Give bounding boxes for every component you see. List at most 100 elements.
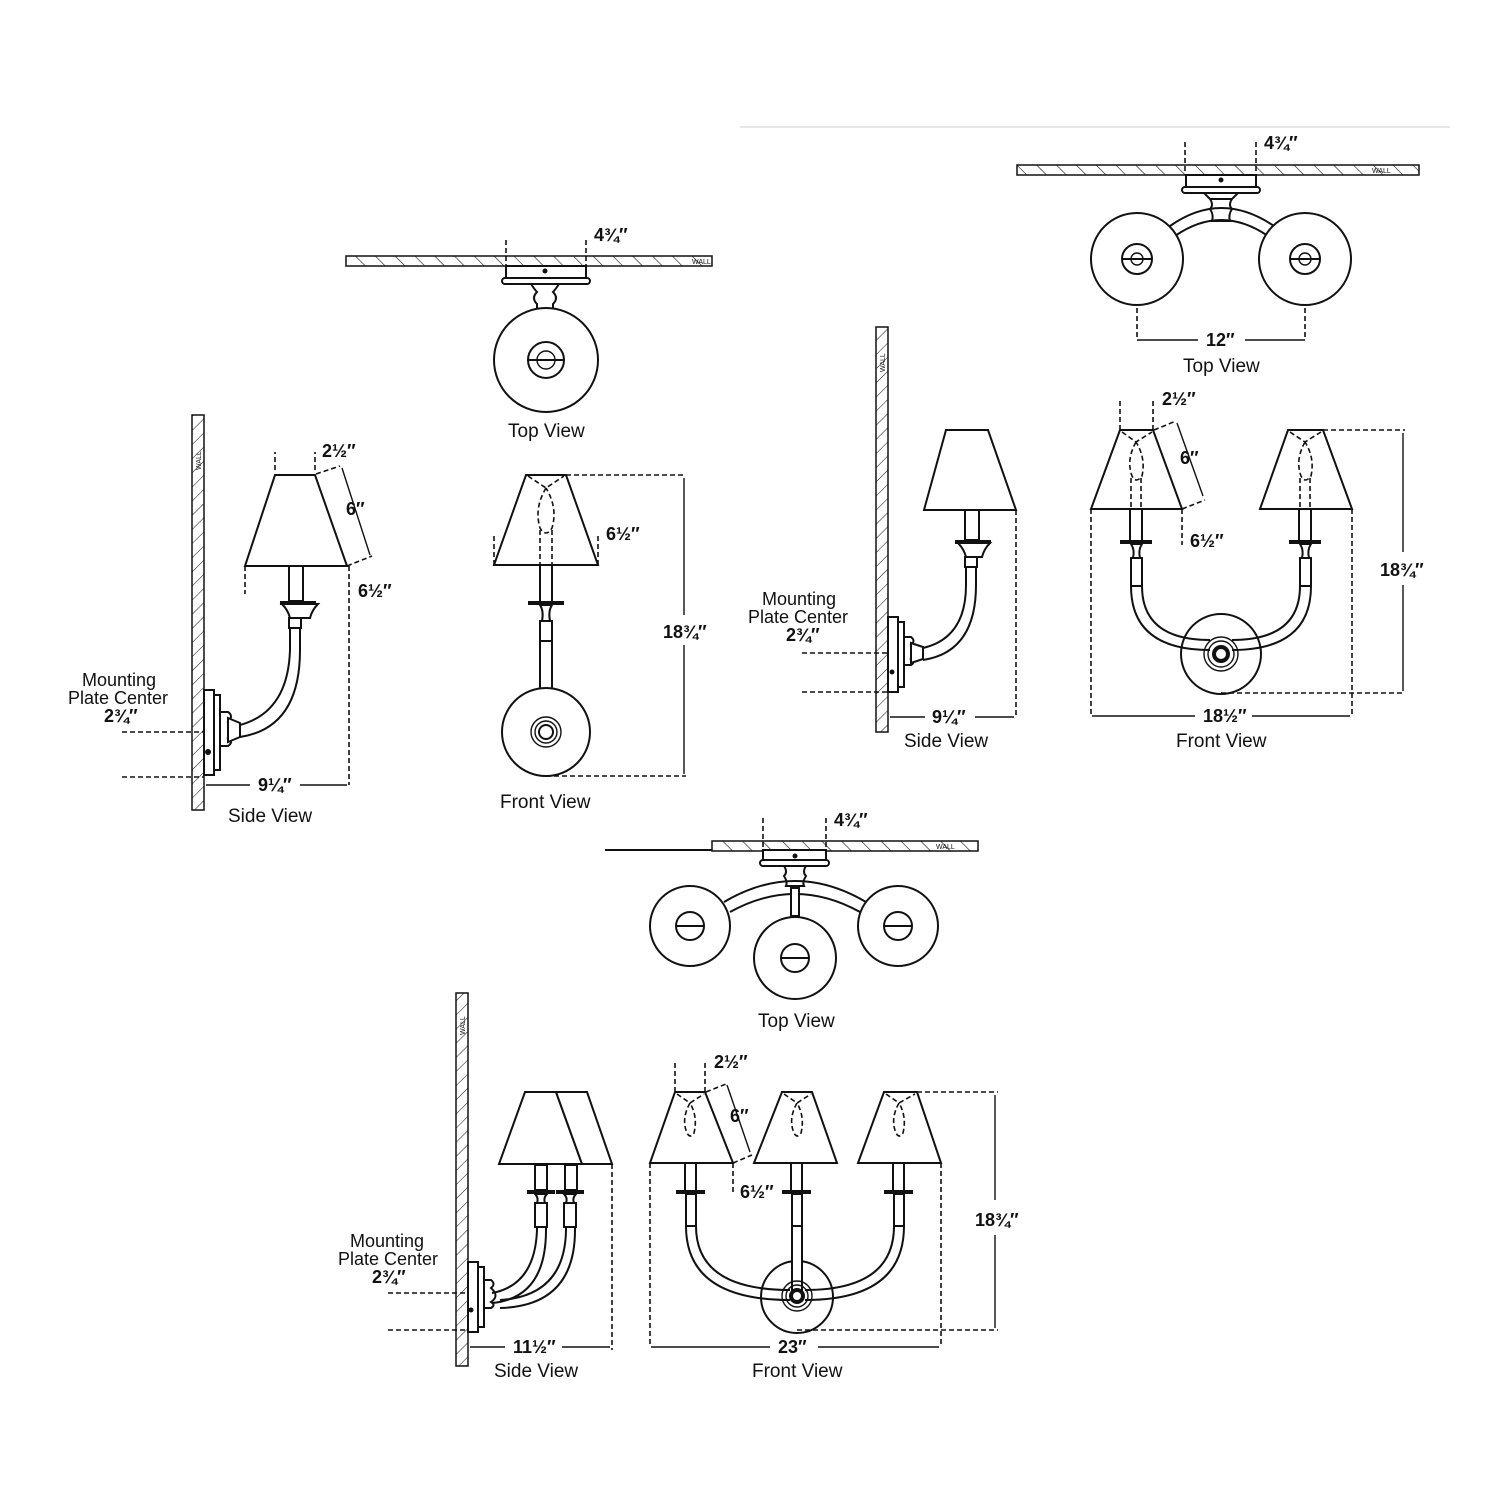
wall-section [1016,164,1420,176]
double-top-view: WALL 4¾″ 12″ Top View [1016,133,1420,377]
candle [564,1164,578,1191]
candle [684,1162,697,1192]
dim-ext [649,1163,942,1347]
arm-spread-dimension: 12″ [1206,330,1235,350]
dim-ext [1119,398,1154,430]
arm-knuckle [782,865,808,887]
shade-bottom-dimension: 6½″ [606,524,640,544]
wall-label: WALL [936,844,955,851]
socket-inner [1130,252,1144,266]
bobeche-cup [556,1190,584,1194]
candle-bulb [676,1093,705,1137]
mounting-label: Mounting [350,1231,424,1251]
view-label: Top View [758,1011,835,1032]
candle [964,509,980,541]
view-label: Front View [500,792,591,813]
view-label: Front View [752,1361,843,1382]
arm [1169,207,1275,227]
arm [239,625,291,726]
mounting-dimline [122,731,204,778]
dim-ext [797,1091,998,1331]
backplate-ring [781,1280,813,1312]
backplate-ring [538,724,554,740]
mounting-label: Plate Center [338,1249,438,1269]
arm [804,1225,905,1301]
bobeche [955,542,993,558]
bobeche-cup [884,1190,913,1194]
shade-bottom-dimension: 6½″ [358,581,392,601]
mounting-label: Mounting [82,670,156,690]
candle [539,564,553,603]
lamp-shade [922,429,1018,511]
double-side-view: WALL Mounting Plate Center 2¾″ 9¼″ Side … [748,326,1018,752]
bobeche-cup [280,601,316,605]
screw-dot [1218,177,1224,183]
bobeche-cup [527,1190,555,1194]
arm-ring [1299,557,1312,587]
screw-dot [889,669,895,675]
mounting-dimline [388,1292,468,1331]
shade-top-dimension: 2½″ [714,1052,748,1072]
triple-top-view: WALL 4¾″ Top View [605,810,979,1032]
arm [491,1225,547,1304]
screw-dot [468,1307,474,1313]
single-side-view: WALL 2½″ 6″ 6½″ Mounting Plate Center 2¾… [68,414,392,827]
mounting-center-dimension: 2¾″ [104,706,138,726]
arm-ring [288,617,302,629]
backplate [501,687,591,777]
bobeche [1298,543,1313,559]
wall-label: WALL [196,451,203,470]
backplate-ring [530,716,562,748]
arm-collar [227,716,241,744]
arm-ring [1130,557,1143,587]
backplate-ring [785,1284,809,1308]
backplate-center-hole [1216,649,1226,659]
arm-ring [563,1202,577,1228]
dim-ext [274,452,316,470]
single-front-view: 6½″ 18¾″ Front View [492,474,707,813]
dim-ext [244,566,350,785]
candle [288,565,304,602]
height-dimension: 18¾″ [1380,560,1424,580]
backplate-ring [1203,636,1239,672]
view-label: Top View [1183,356,1260,377]
lamp-shade [243,474,349,567]
bobeche [538,604,554,622]
height-dimension: 18¾″ [975,1210,1019,1230]
wall-label: WALL [1372,168,1391,175]
dim-ext [1184,142,1257,175]
plate-depth-dimension: 4¾″ [1264,133,1298,153]
arm-outline [922,565,977,661]
bobeche-cup [676,1190,705,1194]
wall-label: WALL [460,1016,467,1035]
arm-knuckle [529,283,561,311]
mounting-label: Plate Center [748,607,848,627]
bobeche-cup [782,1190,811,1194]
wall-label: WALL [880,353,887,372]
arm-knuckle [483,1279,497,1309]
center-stem [790,887,800,917]
double-front-view: 2½″ 6″ 6½″ 18¾″ 18½″ Front View [1089,389,1424,752]
plate-depth-dimension: 4¾″ [594,225,628,245]
width-dimension: 18½″ [1203,706,1247,726]
bobeche-cup [1120,540,1152,544]
candle [1129,508,1143,542]
mounting-label: Mounting [762,589,836,609]
mounting-center-dimension: 2¾″ [372,1267,406,1287]
candle [790,1162,803,1192]
arm-ring [964,556,978,568]
dim-ext [762,818,827,850]
backplate-ring [1207,640,1235,668]
candle-bulb [1121,431,1153,509]
dim-ext [674,1061,706,1092]
height-dimension: 18¾″ [663,622,707,642]
screw-dot [792,853,798,859]
candle-bulb [885,1093,916,1137]
bobeche [1129,543,1144,559]
mounting-plate [887,616,899,693]
arm [685,1225,791,1301]
shade-slant-dimline [1176,422,1204,497]
mounting-plate [203,689,215,776]
lamp-shade [752,1091,839,1164]
screw-dot [542,268,548,274]
